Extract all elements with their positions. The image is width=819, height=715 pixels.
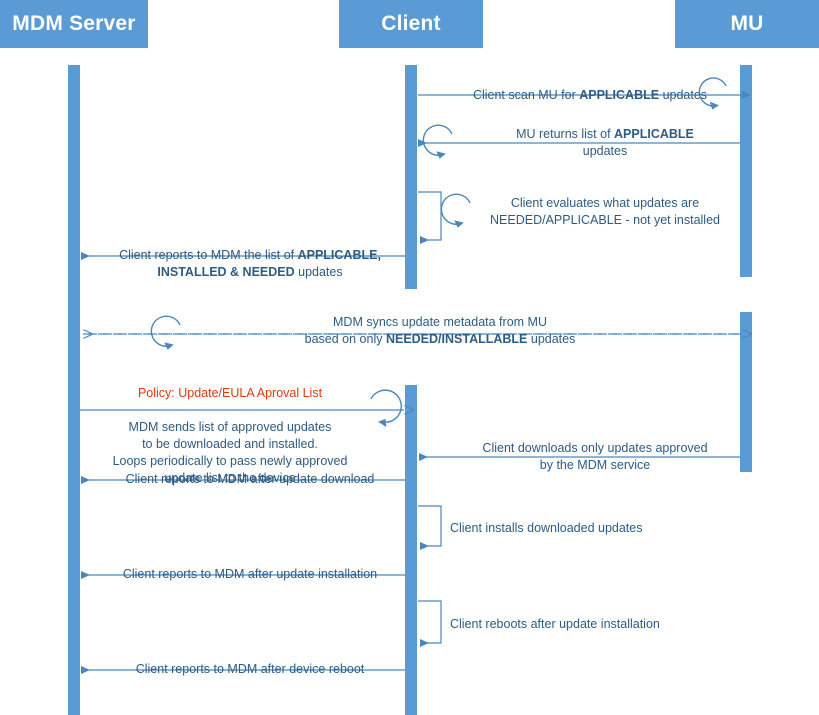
message-label-m11: Client reboots after update installation [450,617,660,631]
lifeline-client-segment-1 [405,65,417,289]
actor-header-label: MU [730,12,764,35]
message-label-m1: Client scan MU for APPLICABLE updates [472,88,708,102]
actor-header-client[interactable]: Client [339,0,483,48]
actor-header-mdm-server[interactable]: MDM Server [0,0,148,48]
message-label-m9: Client installs downloaded updates [450,521,643,535]
message-label-m4: Client reports to MDM the list of APPLIC… [119,248,381,279]
message-label-m6: Policy: Update/EULA Aproval List MDM sen… [90,368,370,504]
loop-arc-m2 [422,124,453,159]
lifeline-client-segment-2 [405,385,417,715]
lifeline-mu-segment-1 [740,65,752,277]
actor-header-mu[interactable]: MU [675,0,819,48]
actor-header-label: Client [381,12,441,35]
message-label-m8: Client reports to MDM after update downl… [125,472,375,486]
message-label-m12: Client reports to MDM after device reboo… [135,662,365,676]
lifeline-mdm-server [68,65,80,715]
message-arrow-m11 [418,600,442,647]
actor-header-label: MDM Server [12,12,136,35]
message-label-m10: Client reports to MDM after update insta… [122,567,378,581]
policy-label-text: Policy: Update/EULA Aproval List [137,386,323,400]
loop-arc-m5 [150,315,181,350]
message-arrow-m9 [418,505,442,550]
lifeline-mu-segment-2 [740,312,752,472]
loop-arc-m6 [370,389,402,428]
